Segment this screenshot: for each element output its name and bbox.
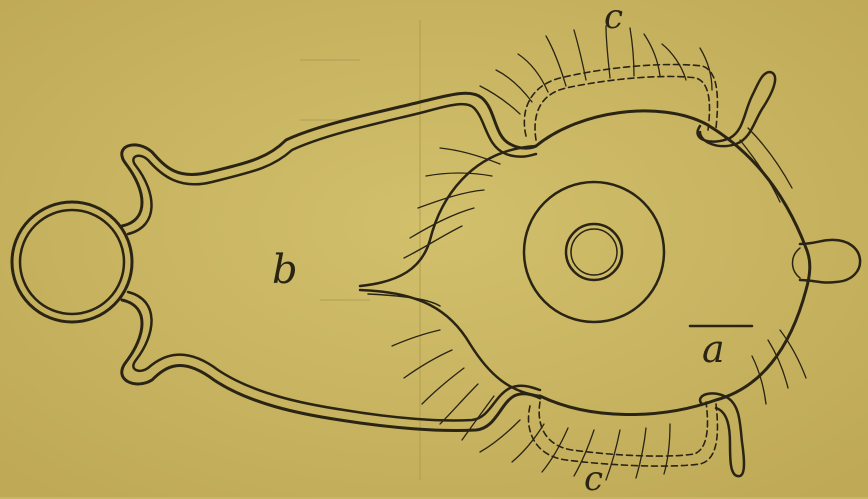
label-a: a bbox=[702, 330, 725, 368]
label-c-bottom: c bbox=[584, 462, 603, 496]
label-c-top: c bbox=[604, 0, 623, 34]
label-b: b bbox=[272, 250, 298, 290]
